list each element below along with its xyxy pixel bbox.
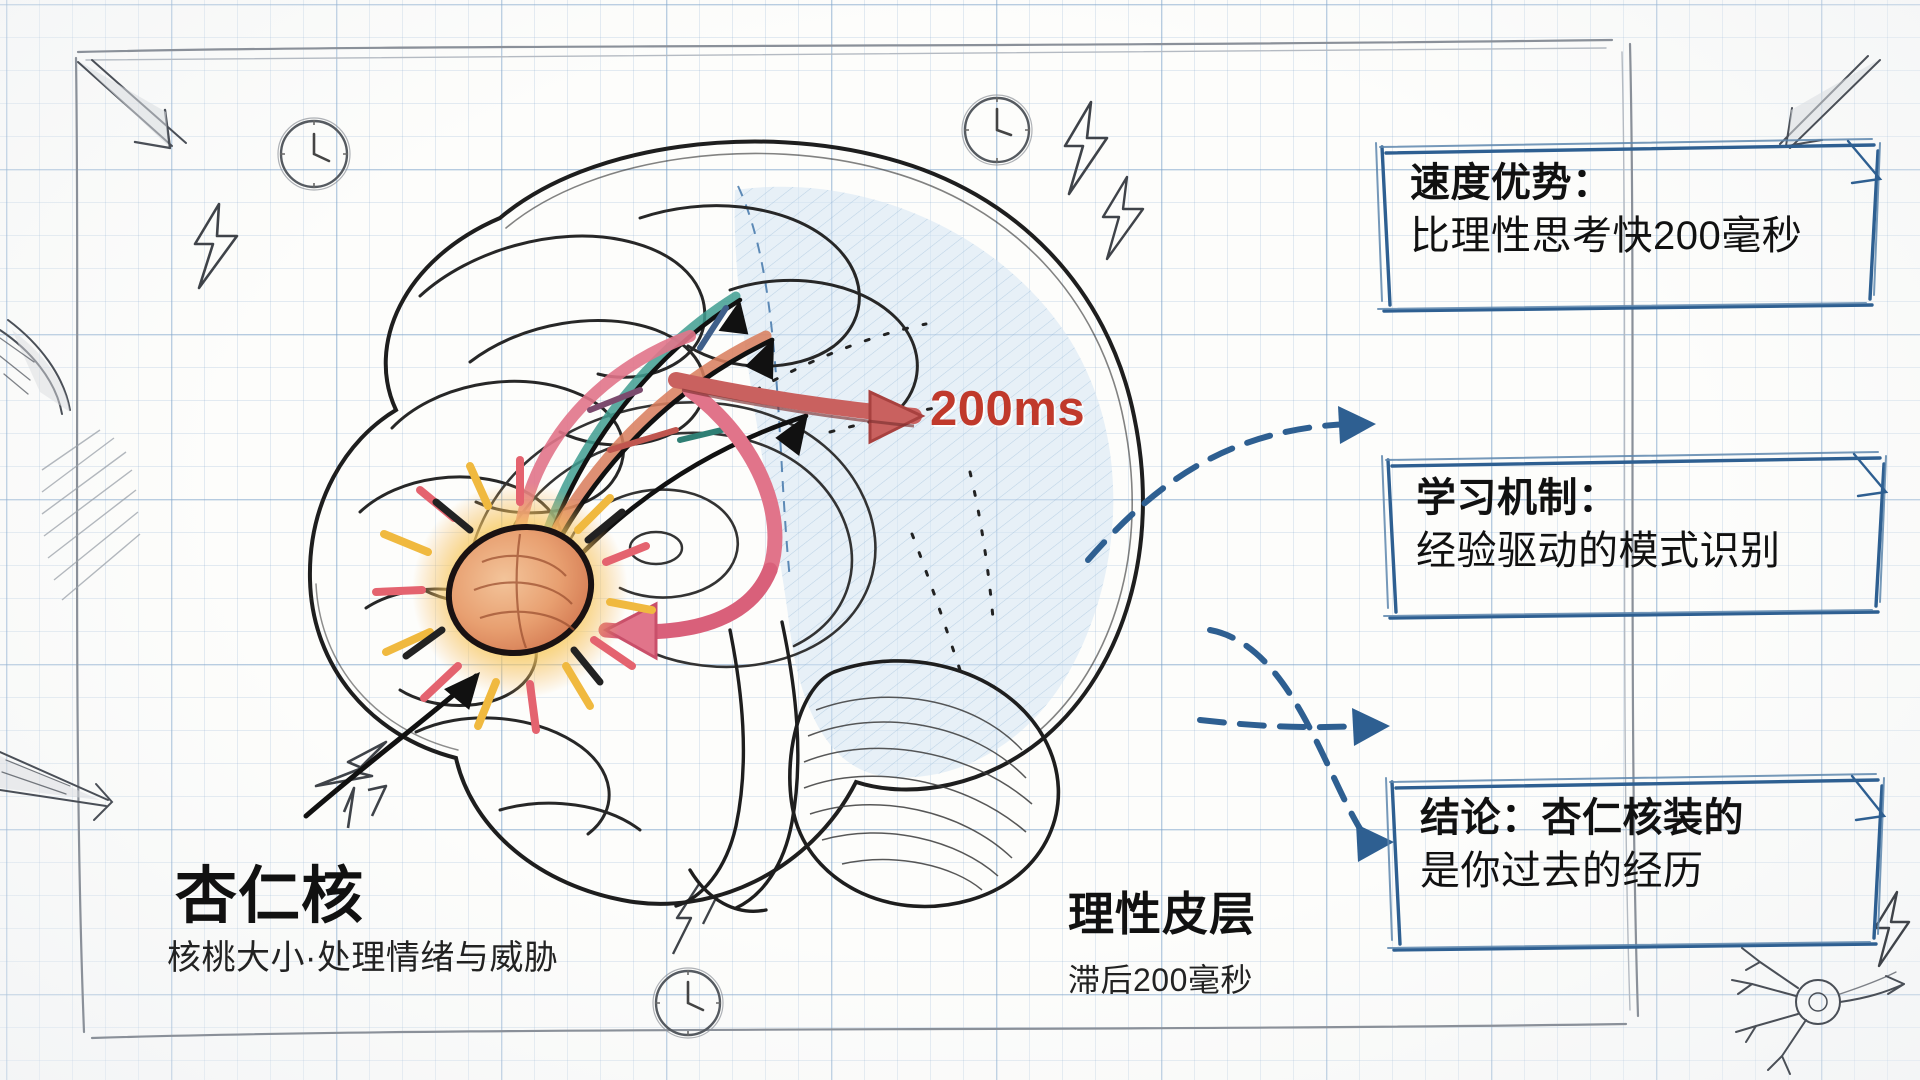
clock-icon	[277, 117, 351, 191]
latency-badge: 200ms	[930, 382, 1086, 436]
callout-speed-advantage[interactable]: 速度优势： 比理性思考快200毫秒	[1375, 138, 1883, 313]
lightning-bolt-icon	[1101, 175, 1145, 261]
callout-title: 学习机制：	[1416, 476, 1619, 520]
connector-to-box1	[1085, 421, 1351, 563]
brain-outline	[307, 139, 1145, 906]
inbound-arrow-top-right	[1779, 55, 1881, 149]
clock-icon	[961, 94, 1033, 166]
inbound-arrow-left-lower	[0, 751, 114, 821]
amygdala-label-title: 杏仁核	[175, 862, 365, 931]
clock-icon	[652, 967, 724, 1039]
lightning-bolt-icon	[1063, 100, 1109, 196]
callout-body: 比理性思考快200毫秒	[1410, 213, 1803, 258]
inbound-arrow-left-middle	[0, 319, 71, 415]
connector-to-box3	[1207, 627, 1369, 841]
callout-body: 经验驱动的模式识别	[1416, 528, 1781, 573]
connector-to-box2	[1197, 717, 1365, 731]
cortex-label-subtitle: 滞后200毫秒	[1068, 962, 1253, 998]
callout-title: 速度优势：	[1410, 161, 1613, 205]
callout-learning-mechanism[interactable]: 学习机制： 经验驱动的模式识别	[1381, 451, 1889, 620]
inbound-arrow-top-left	[77, 59, 187, 150]
callout-title: 结论：杏仁核装的	[1420, 796, 1744, 840]
pencil-hatch-smudge	[41, 429, 141, 601]
cortex-dot-trails	[754, 322, 996, 672]
callout-connectors	[1085, 406, 1394, 862]
brain-sketch	[303, 139, 1145, 913]
cerebellum	[788, 659, 1061, 909]
amygdala-label-subtitle: 核桃大小·处理情绪与威胁	[167, 939, 559, 977]
amygdala-node	[372, 456, 656, 734]
neuron-sketch	[1731, 947, 1905, 1075]
lightning-bolt-icon	[193, 202, 239, 290]
cortex-label-title: 理性皮层	[1068, 888, 1256, 940]
callout-conclusion[interactable]: 结论：杏仁核装的 是你过去的经历	[1385, 773, 1887, 952]
amygdala-pointer-arrow	[303, 672, 480, 819]
callout-body: 是你过去的经历	[1420, 848, 1704, 893]
rational-cortex-region	[734, 185, 1114, 778]
